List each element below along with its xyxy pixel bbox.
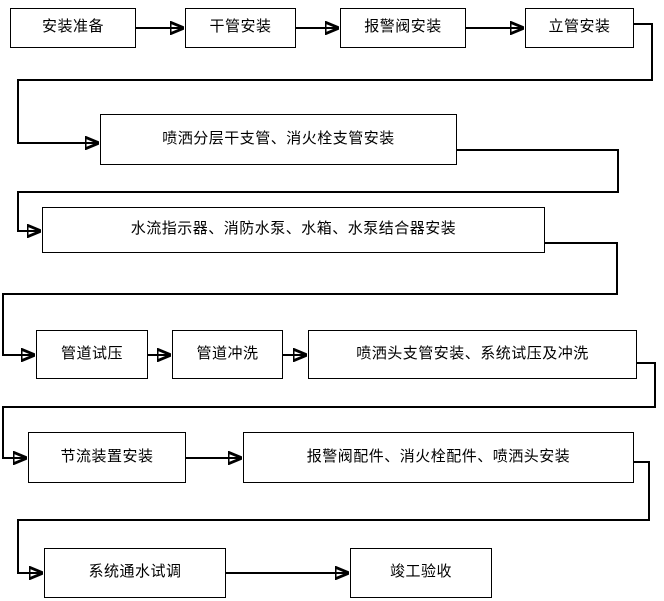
flow-node-label: 报警阀安装	[364, 19, 442, 36]
flow-node-sprinkler-branch-and-hydrant-branch-installation[interactable]: 喷洒分层干支管、消火栓支管安装	[100, 114, 457, 165]
edge-n11-n12	[17, 461, 650, 573]
flow-node-label: 立管安装	[548, 19, 611, 36]
flow-node-label: 喷洒分层干支管、消火栓支管安装	[162, 130, 395, 147]
flow-node-label: 喷洒头支管安装、系统试压及冲洗	[356, 345, 589, 362]
flow-node-pipe-flushing[interactable]: 管道冲洗	[172, 330, 283, 379]
flow-node-label: 干管安装	[209, 19, 272, 36]
edge-n6-n7	[2, 242, 618, 355]
flow-node-alarm-valve-hydrant-sprinkler-fittings-installation[interactable]: 报警阀配件、消火栓配件、喷洒头安装	[243, 432, 634, 483]
flow-node-completion-acceptance[interactable]: 竣工验收	[350, 548, 492, 598]
flow-node-label: 报警阀配件、消火栓配件、喷洒头安装	[306, 448, 571, 465]
flow-node-flow-indicator-pump-tank-connector-installation[interactable]: 水流指示器、消防水泵、水箱、水泵结合器安装	[42, 207, 545, 253]
flow-node-pipe-pressure-test[interactable]: 管道试压	[36, 330, 148, 379]
flow-node-label: 节流装置安装	[60, 448, 154, 465]
flow-node-label: 安装准备	[41, 19, 104, 36]
flow-node-label: 系统通水试调	[88, 564, 182, 581]
flow-node-label: 管道冲洗	[196, 345, 259, 362]
flow-node-main-pipe-installation[interactable]: 干管安装	[185, 8, 296, 48]
flow-node-label: 水流指示器、消防水泵、水箱、水泵结合器安装	[130, 221, 457, 238]
flow-node-system-water-commissioning[interactable]: 系统通水试调	[44, 548, 226, 598]
edge-n4-n5	[17, 23, 653, 143]
edge-n9-n10	[2, 362, 656, 458]
flow-node-alarm-valve-installation[interactable]: 报警阀安装	[340, 8, 466, 48]
flow-node-label: 竣工验收	[389, 564, 452, 581]
edge-n5-n6	[17, 149, 619, 231]
flow-node-label: 管道试压	[60, 345, 123, 362]
flow-node-riser-installation[interactable]: 立管安装	[525, 8, 634, 48]
flow-node-installation-preparation[interactable]: 安装准备	[10, 8, 136, 48]
flow-node-sprinkler-head-branch-pressure-test-flushing[interactable]: 喷洒头支管安装、系统试压及冲洗	[308, 330, 637, 379]
flow-node-throttle-device-installation[interactable]: 节流装置安装	[28, 432, 186, 483]
